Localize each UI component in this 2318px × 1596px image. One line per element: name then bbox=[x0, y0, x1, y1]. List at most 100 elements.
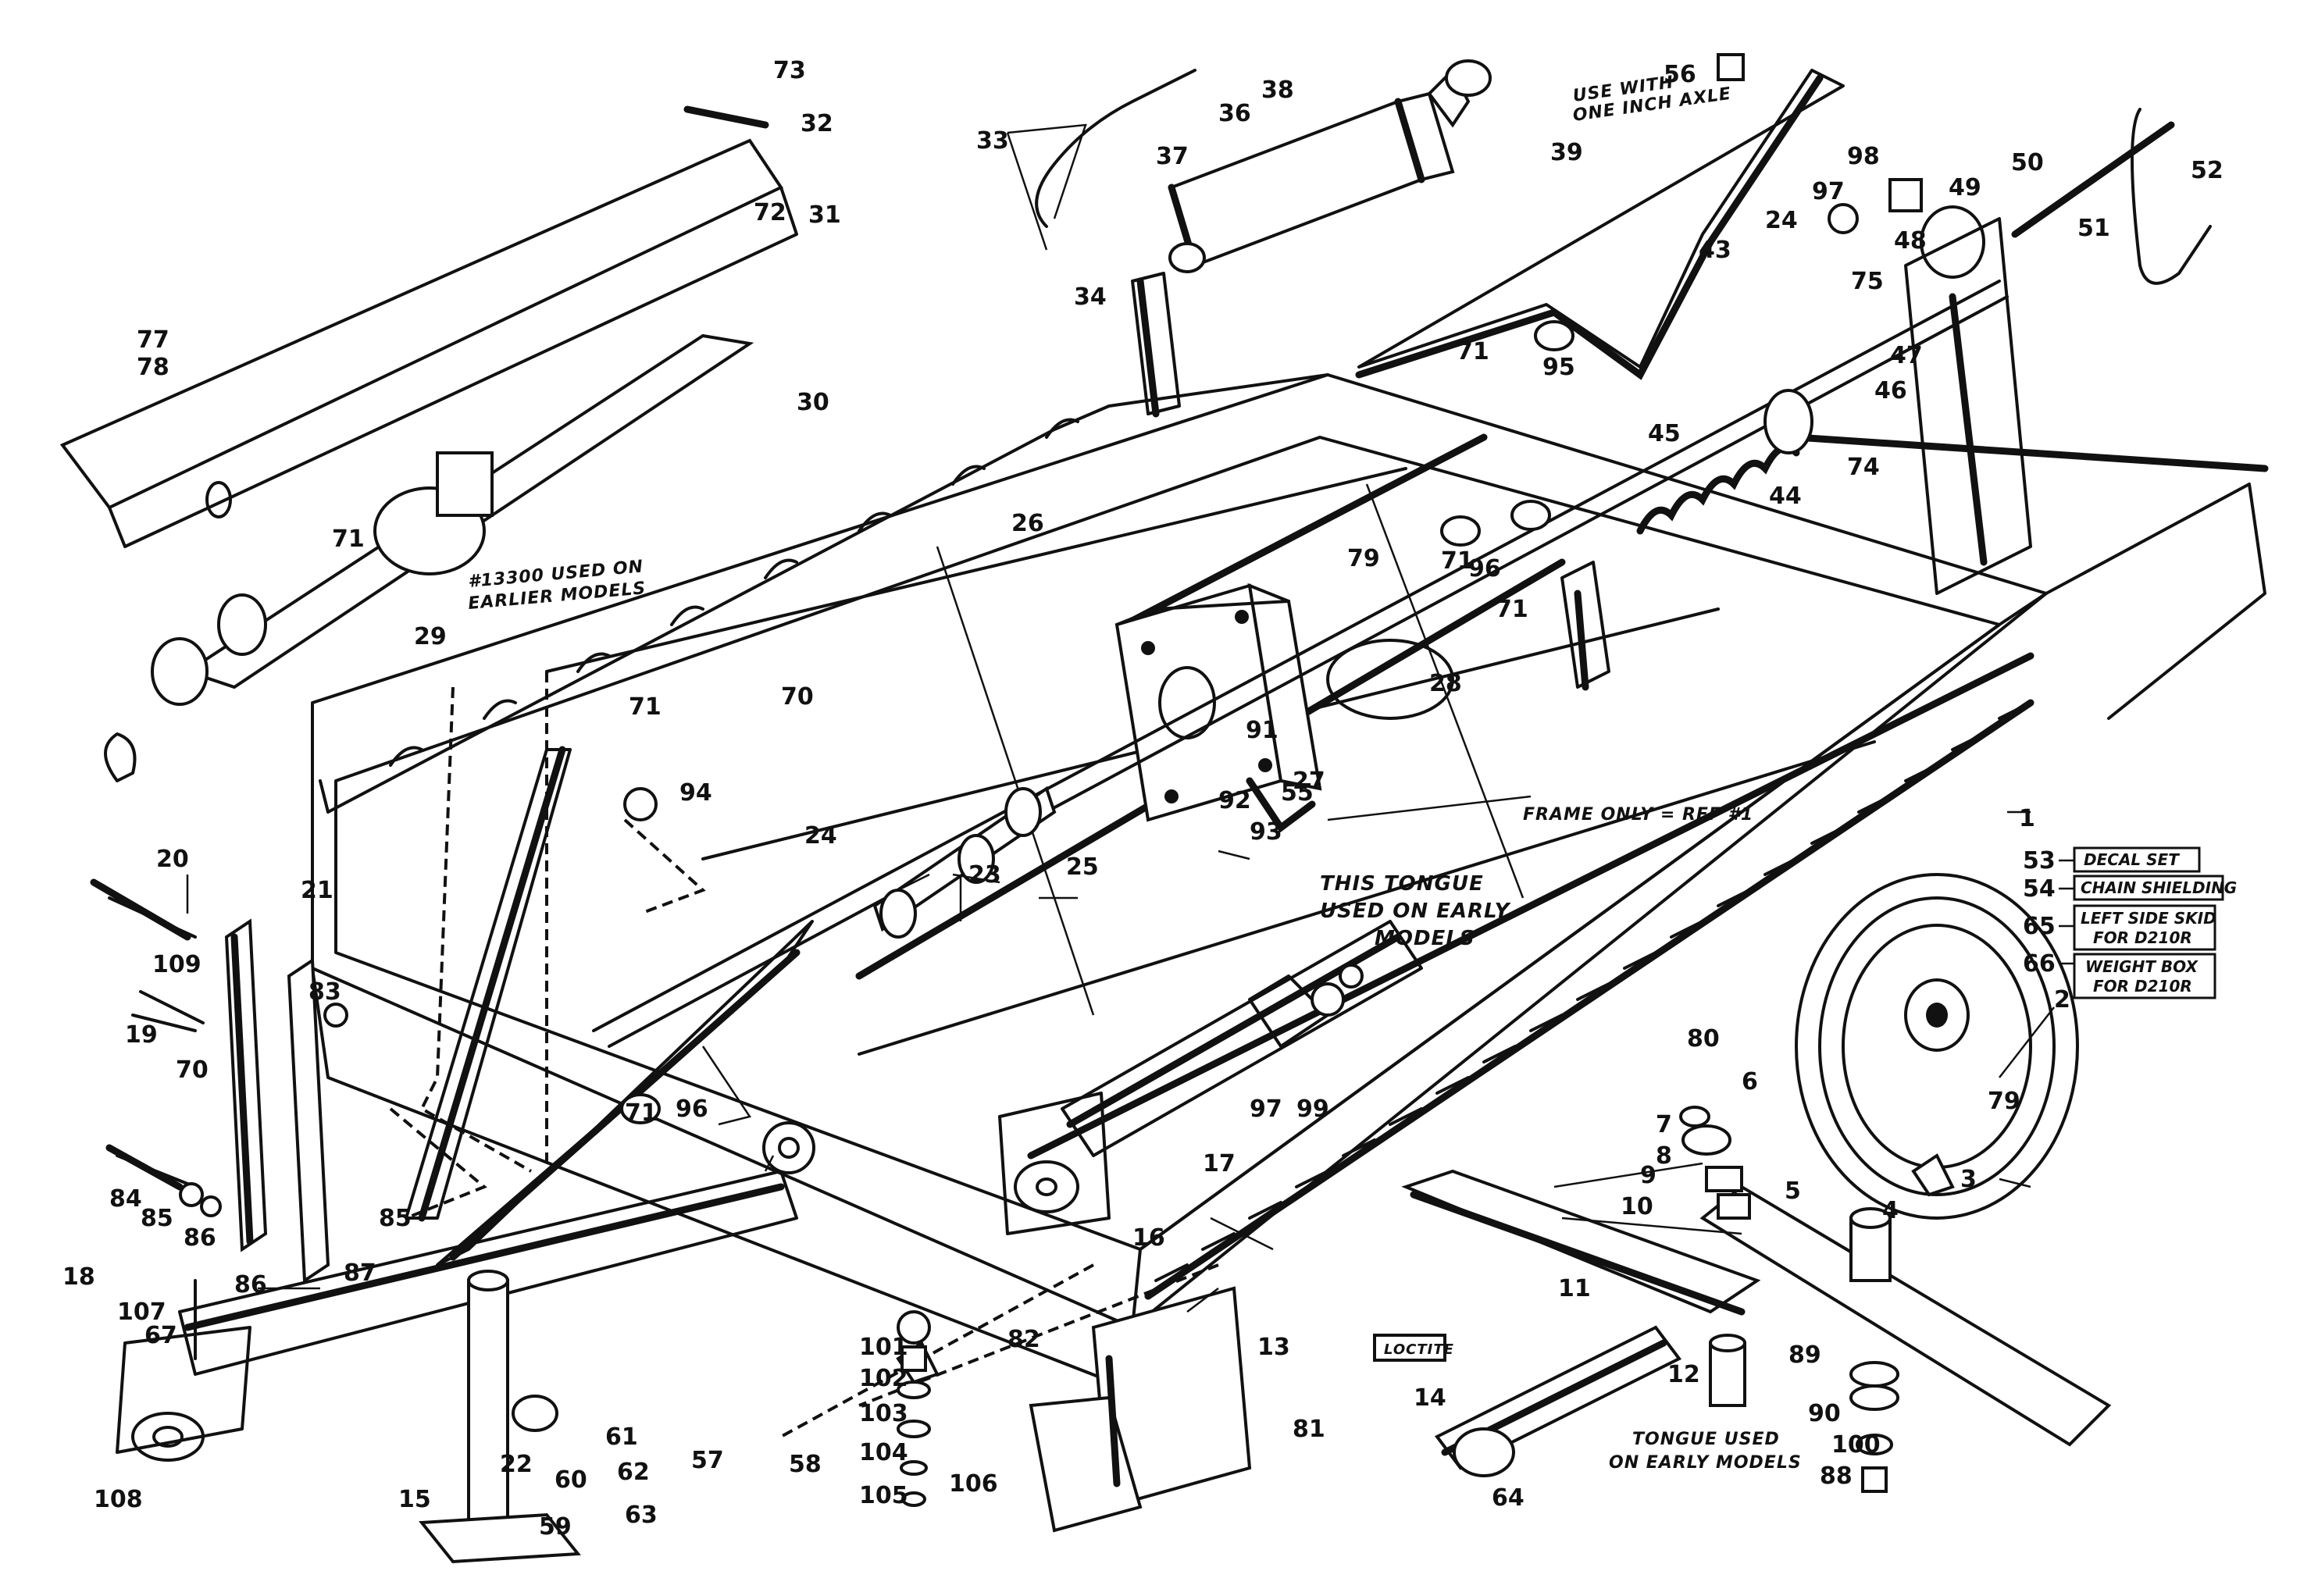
part-label: 56 bbox=[1664, 61, 1696, 88]
hitch-brackets bbox=[108, 896, 330, 1284]
callout-text: CHAIN SHIELDING bbox=[2081, 878, 2237, 897]
gearbox bbox=[1114, 582, 1454, 833]
part-label: 93 bbox=[1250, 818, 1282, 846]
part-label: 97 bbox=[1812, 178, 1845, 205]
part-label: 103 bbox=[859, 1400, 908, 1427]
tongue-used-note: TONGUE USED bbox=[1632, 1430, 1780, 1449]
part-label: 78 bbox=[137, 354, 169, 381]
part-label: 73 bbox=[773, 57, 806, 84]
part-label: 45 bbox=[1648, 420, 1681, 447]
part-label: 71 bbox=[1441, 547, 1474, 575]
part-label: 29 bbox=[414, 623, 447, 650]
part-label: 28 bbox=[1429, 670, 1462, 697]
part-label: 2 bbox=[2054, 986, 2070, 1014]
part-label: 57 bbox=[691, 1447, 724, 1474]
part-label: 3 bbox=[1960, 1166, 1977, 1193]
front-hinge-row bbox=[1154, 705, 2024, 1282]
part-label: 23 bbox=[968, 861, 1001, 889]
part-label: 70 bbox=[781, 683, 814, 711]
part-number-labels: 1 2 3 4 5 6 7 8 9 10 11 12 13 14 15 16 1… bbox=[62, 57, 2223, 1541]
loctite-tube bbox=[1373, 1334, 1446, 1362]
part-label: 95 bbox=[1542, 354, 1575, 381]
part-label: 84 bbox=[109, 1185, 142, 1213]
part-label: 34 bbox=[1074, 283, 1107, 311]
part-label: 89 bbox=[1788, 1341, 1821, 1369]
part-label: 33 bbox=[976, 127, 1009, 155]
part-label: 11 bbox=[1558, 1275, 1591, 1302]
part-label: 82 bbox=[1007, 1326, 1040, 1353]
callout-number: 53 bbox=[2023, 847, 2056, 875]
part-label: 86 bbox=[184, 1224, 216, 1252]
part-label: 71 bbox=[1496, 596, 1528, 623]
part-label: 18 bbox=[62, 1263, 95, 1291]
wheel-arm bbox=[1401, 1169, 2112, 1493]
part-label: 104 bbox=[859, 1439, 908, 1466]
part-label: 86 bbox=[234, 1271, 267, 1299]
skid-shoe bbox=[1029, 1286, 1252, 1533]
part-label: 10 bbox=[1621, 1193, 1653, 1220]
part-label: 17 bbox=[1203, 1150, 1236, 1177]
part-label: 55 bbox=[1281, 779, 1314, 807]
part-label: 79 bbox=[1988, 1088, 2020, 1115]
part-label: 60 bbox=[555, 1466, 587, 1494]
tongue-early-note: THIS TONGUE bbox=[1320, 872, 1484, 896]
callout-text: LEFT SIDE SKID bbox=[2081, 909, 2216, 928]
part-label: 46 bbox=[1874, 377, 1907, 404]
part-label: 70 bbox=[176, 1056, 209, 1084]
part-label: 99 bbox=[1296, 1095, 1329, 1123]
loctite-label: LOCTITE bbox=[1384, 1341, 1454, 1358]
alternate-part-outlines bbox=[389, 672, 706, 1220]
callout-text: FOR D210R bbox=[2093, 977, 2192, 996]
part-label: 108 bbox=[94, 1486, 143, 1513]
part-label: 6 bbox=[1742, 1068, 1758, 1095]
part-label: 64 bbox=[1492, 1484, 1525, 1512]
part-label: 24 bbox=[1765, 207, 1798, 234]
part-label: 71 bbox=[332, 525, 365, 553]
part-label: 16 bbox=[1132, 1224, 1165, 1252]
part-label: 1 bbox=[2019, 805, 2035, 832]
part-label: 102 bbox=[859, 1365, 908, 1392]
part-label: 71 bbox=[1457, 338, 1489, 365]
callout-text: DECAL SET bbox=[2084, 850, 2180, 869]
part-label: 30 bbox=[797, 389, 829, 416]
part-label: 62 bbox=[617, 1459, 650, 1486]
part-label: 74 bbox=[1847, 454, 1880, 481]
part-label: 101 bbox=[859, 1334, 908, 1361]
part-label: 14 bbox=[1414, 1384, 1446, 1412]
part-label: 51 bbox=[2077, 215, 2110, 242]
part-label: 48 bbox=[1894, 227, 1927, 255]
part-label: 13 bbox=[1257, 1334, 1290, 1361]
part-label: 43 bbox=[1699, 237, 1731, 264]
part-label: 61 bbox=[605, 1423, 638, 1451]
part-label: 12 bbox=[1667, 1361, 1700, 1388]
part-label: 81 bbox=[1293, 1416, 1325, 1443]
part-label: 100 bbox=[1831, 1431, 1881, 1459]
part-label: 27 bbox=[1293, 768, 1325, 795]
part-label: 19 bbox=[125, 1021, 158, 1049]
early-tongue bbox=[1434, 1325, 1682, 1477]
part-label: 106 bbox=[949, 1470, 998, 1498]
part-label: 44 bbox=[1769, 483, 1802, 510]
part-label: 49 bbox=[1949, 174, 1981, 201]
callout-number: 66 bbox=[2023, 950, 2056, 978]
lift-arms bbox=[1131, 69, 2032, 691]
part-label: 71 bbox=[625, 1099, 658, 1127]
callout-text: WEIGHT BOX bbox=[2085, 957, 2199, 976]
part-label: 83 bbox=[308, 978, 341, 1006]
boxed-callouts: 53 DECAL SET 54 CHAIN SHIELDING 65 LEFT … bbox=[2023, 846, 2237, 999]
part-label: 67 bbox=[144, 1322, 177, 1349]
part-label: 94 bbox=[679, 779, 712, 807]
part-label: 37 bbox=[1156, 143, 1189, 170]
part-label: 24 bbox=[804, 822, 837, 850]
leader-lines bbox=[186, 123, 2055, 1313]
part-label: 75 bbox=[1851, 268, 1884, 295]
hydraulic-cylinder bbox=[1168, 59, 1492, 273]
part-label: 109 bbox=[152, 951, 201, 978]
part-label: 39 bbox=[1550, 139, 1583, 166]
part-label: 79 bbox=[1347, 545, 1380, 572]
part-label: 92 bbox=[1218, 787, 1251, 814]
part-label: 52 bbox=[2191, 157, 2223, 184]
part-label: 25 bbox=[1066, 853, 1099, 881]
part-label: 22 bbox=[500, 1451, 533, 1478]
